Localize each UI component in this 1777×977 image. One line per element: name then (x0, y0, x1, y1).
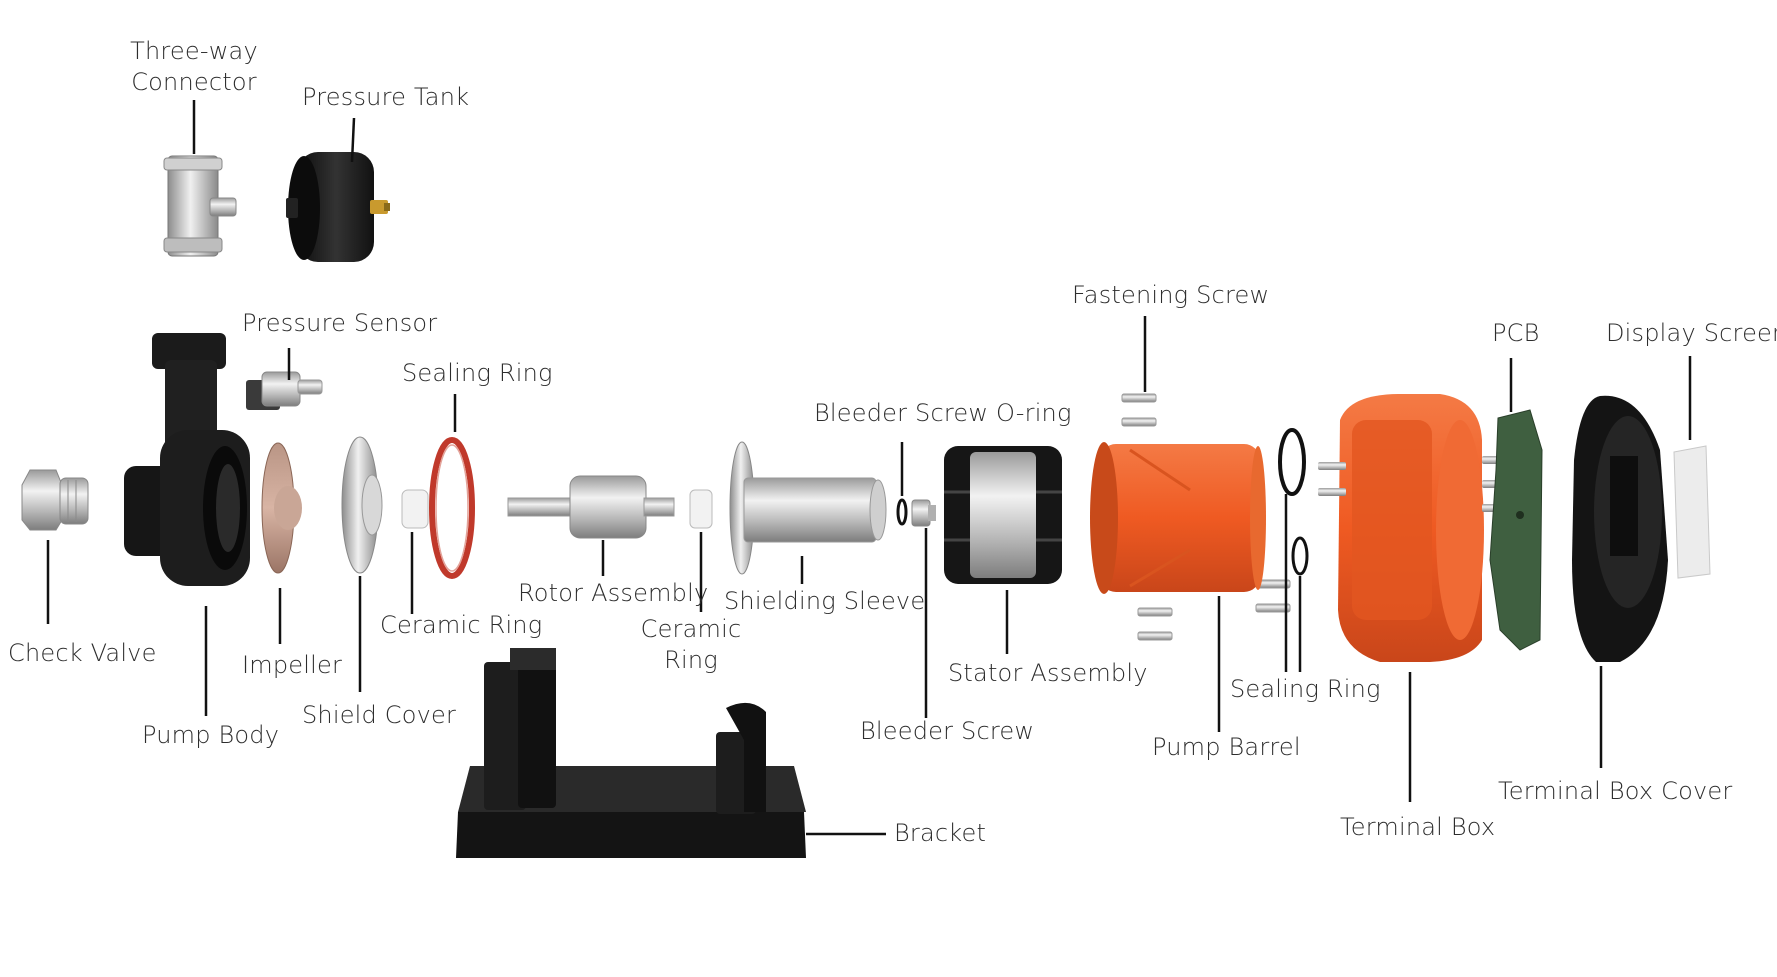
ceramic-ring-part-2 (689, 489, 713, 529)
label-pump-barrel: Pump Barrel (1152, 733, 1301, 761)
label-sealing-ring-red: Sealing Ring (402, 359, 553, 387)
rotor-assembly-part (507, 475, 675, 539)
stator-assembly-part (944, 446, 1062, 584)
label-three-way-connector-line2: Connector (131, 68, 257, 96)
fastening-screw-part (1121, 393, 1291, 641)
label-terminal-box: Terminal Box (1340, 813, 1496, 841)
label-bracket: Bracket (894, 819, 987, 847)
terminal-box-part (1318, 394, 1512, 662)
pressure-tank-part (286, 152, 390, 262)
three-way-connector-part (163, 155, 237, 257)
label-stator-assembly: Stator Assembly (948, 659, 1148, 687)
label-ceramic-ring-1: Ceramic Ring (380, 611, 543, 639)
label-ceramic-ring-2: Ceramic Ring (636, 614, 746, 676)
label-display-screen: Display Screen (1606, 319, 1777, 347)
ceramic-ring-part-1 (401, 489, 429, 529)
sealing-ring-red-part (429, 437, 475, 579)
label-impeller: Impeller (242, 651, 343, 679)
leader-pressure-tank (350, 117, 356, 163)
impeller-part (261, 442, 302, 574)
bleeder-screw-o-ring-part (896, 498, 908, 526)
label-rotor-assembly: Rotor Assembly (518, 579, 709, 607)
label-three-way-connector-line1: Three-way (130, 37, 258, 65)
label-pressure-tank: Pressure Tank (302, 83, 470, 111)
label-pcb: PCB (1492, 319, 1540, 347)
check-valve-part (21, 469, 89, 531)
pcb-part (1489, 409, 1543, 651)
label-pump-body: Pump Body (142, 721, 280, 749)
shielding-sleeve-part (729, 441, 887, 575)
label-terminal-box-cover: Terminal Box Cover (1498, 777, 1733, 805)
pressure-sensor-part (246, 371, 323, 410)
leader-lines (46, 100, 1692, 836)
label-ceramic-ring-2-line2: Ring (664, 646, 718, 674)
shield-cover-part (341, 436, 383, 574)
label-sealing-ring-2: Sealing Ring (1230, 675, 1381, 703)
label-bleeder-screw-o-ring: Bleeder Screw O-ring (814, 399, 1072, 427)
label-three-way-connector: Three-way Connector (124, 36, 264, 98)
pump-barrel-part (1090, 442, 1266, 594)
label-fastening-screw: Fastening Screw (1072, 281, 1270, 309)
terminal-box-cover-part (1572, 395, 1668, 662)
label-shielding-sleeve: Shielding Sleeve (724, 587, 926, 615)
label-pressure-sensor: Pressure Sensor (242, 309, 438, 337)
sealing-ring-black-part (1278, 428, 1309, 576)
bleeder-screw-part (911, 499, 936, 527)
label-bleeder-screw: Bleeder Screw (860, 717, 1035, 745)
label-shield-cover: Shield Cover (302, 701, 457, 729)
label-check-valve: Check Valve (8, 639, 157, 667)
bracket-part (456, 648, 806, 858)
display-screen-part (1673, 445, 1711, 579)
label-ceramic-ring-2-line1: Ceramic (640, 615, 742, 643)
pump-body-part (124, 333, 250, 586)
